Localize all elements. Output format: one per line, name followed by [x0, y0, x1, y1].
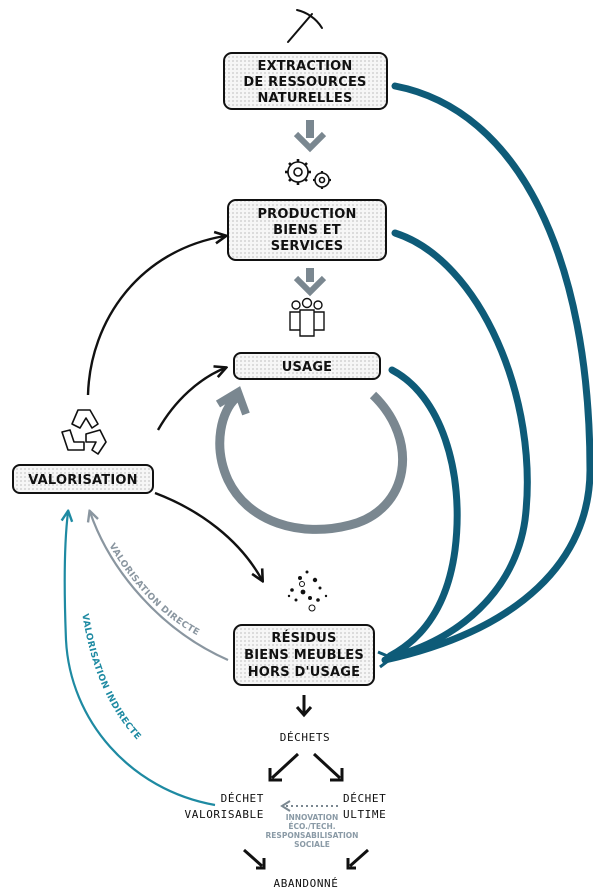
node-valorisation: VALORISATION — [12, 464, 154, 494]
production-line-2: BIENS ET — [273, 223, 341, 238]
arrow-valorisation-directe — [90, 512, 229, 662]
pickaxe-icon — [287, 9, 323, 43]
flow-production-to-residus — [384, 229, 531, 662]
residus-line-3: HORS D'USAGE — [248, 665, 361, 680]
flow-extraction-to-residus — [381, 82, 593, 664]
innovation-line-1: INNOVATION — [286, 813, 339, 822]
dechet-valorisable-line-2: VALORISABLE — [185, 808, 264, 821]
down-arrow-residus-dechets — [295, 695, 313, 718]
node-production: PRODUCTION BIENS ET SERVICES — [227, 199, 387, 261]
dechet-valorisable-line-1: DÉCHET — [221, 792, 264, 805]
particles-icon — [287, 570, 328, 612]
node-usage: USAGE — [233, 352, 381, 380]
arrow-valorisation-to-usage — [156, 368, 225, 431]
residus-line-1: RÉSIDUS — [271, 630, 336, 646]
dechet-ultime-line-1: DÉCHET — [343, 792, 386, 805]
label-valorisation-indirecte: VALORISATION INDIRECTE — [79, 613, 142, 742]
production-line-1: PRODUCTION — [257, 207, 356, 222]
usage-loop-arrow — [215, 386, 407, 534]
dechet-ultime-line-2: ULTIME — [343, 808, 386, 821]
dechets-label: DÉCHETS — [280, 731, 331, 744]
converge-arrows — [243, 848, 369, 870]
abandonne-label: ABANDONNÉ — [273, 877, 338, 890]
flows-to-residus — [377, 82, 593, 669]
recycle-icon — [61, 409, 107, 455]
innovation-line-2: ÉCO./TECH. — [288, 822, 335, 831]
usage-label: USAGE — [282, 360, 333, 375]
innovation-dotted-arrow — [280, 800, 338, 812]
flow-usage-to-residus — [386, 366, 461, 660]
valorisation-label: VALORISATION — [28, 473, 137, 488]
split-arrows — [268, 752, 344, 782]
arrow-valorisation-to-production — [86, 236, 225, 396]
residus-arrowhead — [377, 650, 395, 669]
down-arrow-production-usage — [293, 268, 327, 297]
node-extraction: EXTRACTION DE RESSOURCES NATURELLES — [223, 52, 388, 110]
residus-line-2: BIENS MEUBLES — [244, 648, 364, 663]
node-residus: RÉSIDUS BIENS MEUBLES HORS D'USAGE — [233, 624, 375, 686]
people-icon — [289, 297, 325, 337]
arrow-valorisation-to-residus — [154, 491, 262, 580]
label-valorisation-directe: VALORISATION DIRECTE — [107, 542, 202, 638]
innovation-line-3: RESPONSABILISATION — [266, 831, 359, 840]
innovation-line-4: SOCIALE — [294, 840, 330, 849]
extraction-line-1: EXTRACTION — [257, 59, 352, 74]
down-arrow-extraction-production — [293, 120, 327, 153]
extraction-line-3: NATURELLES — [257, 91, 352, 106]
extraction-line-2: DE RESSOURCES — [243, 75, 366, 90]
gears-icon — [285, 159, 331, 189]
arrow-valorisation-indirecte — [65, 512, 216, 807]
production-line-3: SERVICES — [271, 239, 344, 254]
